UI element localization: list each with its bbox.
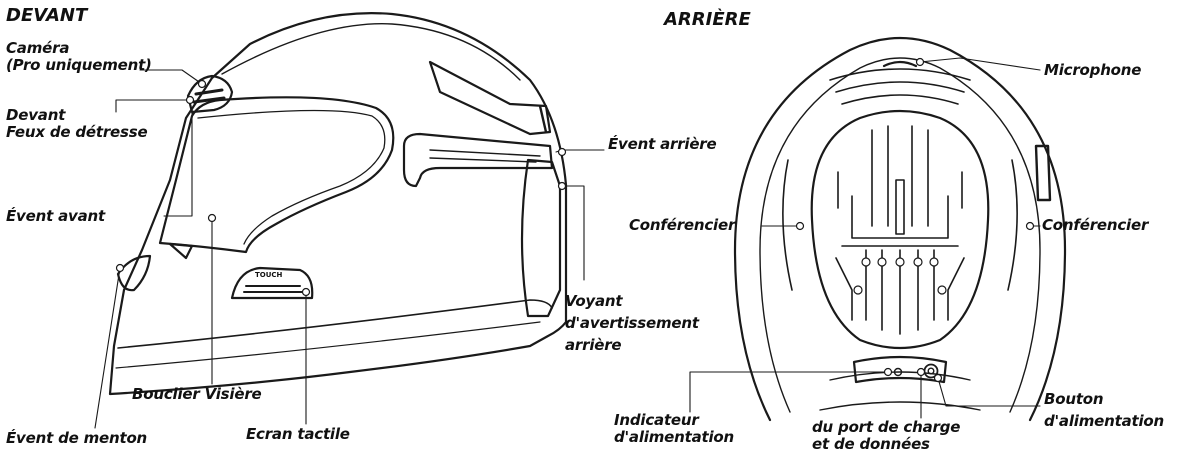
helmet-lower-trim-2 [116,322,540,368]
visor-inner-line [198,110,385,244]
label-rear-vent: Évent arrière [608,136,716,153]
label-camera-line-2: (Pro uniquement) [6,57,152,74]
label-rear-warning-light: Voyant d'avertissement arrière [565,290,699,356]
label-hazard-line-2: Feux de détresse [6,124,147,141]
label-power-button-line-1: Bouton [1044,388,1164,410]
front-leader-lines [95,70,604,428]
label-speaker-right: Conférencier [1042,217,1148,234]
helmet-lower-trim [118,300,552,348]
helmet-inside-view [690,38,1065,420]
helmet-crown-line [222,24,520,80]
label-hazard-lights: Devant Feux de détresse [6,107,147,141]
helmet-side-view [95,13,604,428]
back-callout-dots [797,59,1034,382]
front-view-title: DEVANT [6,6,87,26]
label-camera-line-1: Caméra [6,40,152,57]
back-view-title: ARRIÈRE [664,10,751,30]
visor-outline [160,97,393,252]
label-camera: Caméra (Pro uniquement) [6,40,152,74]
label-charge-port-line-2: et de données [812,436,960,453]
label-charge-port-line-1: du port de charge [812,419,960,436]
speaker-pad-right [1008,160,1017,290]
label-warning-line-2: d'avertissement [565,312,699,334]
label-hazard-line-1: Devant [6,107,147,124]
front-callout-dots [117,81,566,296]
label-power-button: Bouton d'alimentation [1044,388,1164,432]
rear-panel [522,160,560,316]
label-front-vent: Évent avant [6,208,105,225]
top-spoiler [430,62,550,134]
label-touch-screen: Ecran tactile [246,426,350,443]
label-chin-vent: Évent de menton [6,430,147,447]
label-power-indicator: Indicateur d'alimentation [614,412,734,446]
label-power-button-line-2: d'alimentation [1044,410,1164,432]
touch-pad-text: TOUCH [255,271,282,279]
label-microphone: Microphone [1044,62,1141,79]
label-warning-line-3: arrière [565,334,699,356]
label-power-indicator-line-2: d'alimentation [614,429,734,446]
chin-vent [118,256,150,290]
label-charge-port: du port de charge et de données [812,419,960,453]
label-visor: Bouclier Visière [132,386,262,403]
label-power-indicator-line-1: Indicateur [614,412,734,429]
speaker-pad-left [783,160,792,290]
label-warning-line-1: Voyant [565,290,699,312]
label-speaker-left: Conférencier [629,217,735,234]
